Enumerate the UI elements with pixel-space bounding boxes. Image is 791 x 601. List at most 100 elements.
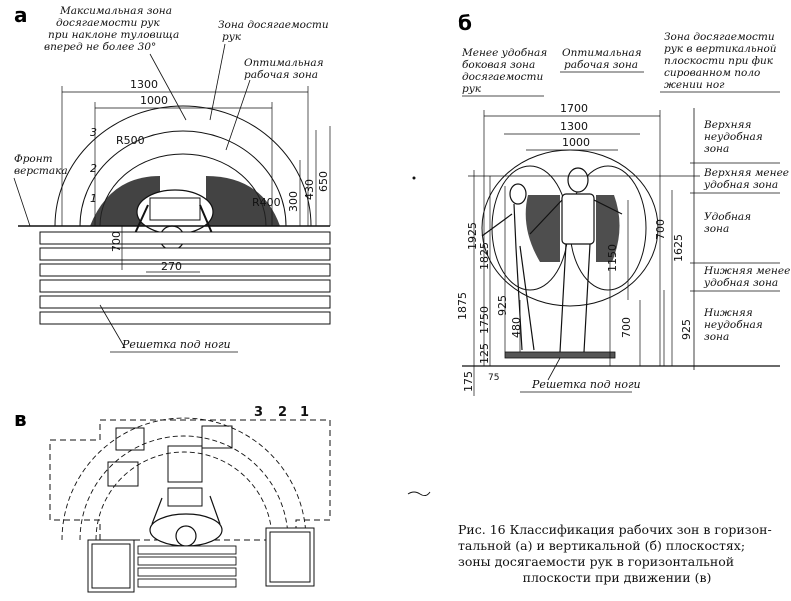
svg-text:700: 700	[654, 219, 667, 240]
panel-b-top-dim-lines	[483, 110, 661, 366]
panel-b-grating-leader	[547, 357, 561, 381]
svg-text:при наклоне туловища: при наклоне туловища	[48, 29, 179, 41]
svg-text:Зона досягаемости: Зона досягаемости	[218, 19, 329, 31]
svg-text:Зона досягаемости: Зона досягаемости	[664, 31, 775, 43]
svg-text:270: 270	[161, 260, 182, 273]
svg-text:Удобная: Удобная	[704, 211, 751, 223]
caption-line-1: Рис. 16 Классификация рабочих зон в гори…	[458, 522, 772, 537]
svg-text:1: 1	[90, 192, 97, 205]
panel-a-dims: 1300 1000 R500 R400 300 430 650 700 270	[110, 78, 330, 273]
panel-c-grating	[137, 545, 237, 588]
panel-a-optimal-zone-label: Оптимальная рабочая зона	[244, 57, 324, 81]
panel-b-zone-brackets	[690, 108, 780, 370]
svg-text:R400: R400	[252, 196, 281, 209]
svg-text:1000: 1000	[140, 94, 168, 107]
svg-text:досягаемости: досягаемости	[462, 71, 543, 83]
svg-text:925: 925	[496, 295, 509, 316]
panel-b-side-zone-label: Менее удобная боковая зона досягаемости …	[461, 47, 547, 95]
svg-text:175: 175	[462, 371, 475, 392]
panel-b-grating-platform	[504, 351, 616, 359]
svg-text:рук в вертикальной: рук в вертикальной	[664, 43, 777, 55]
svg-text:Максимальная зона: Максимальная зона	[59, 5, 172, 17]
panel-b-zone-labels: Верхняя неудобная зона Верхняя менее удо…	[703, 119, 790, 343]
svg-text:сированном поло: сированном поло	[664, 67, 760, 79]
svg-text:75: 75	[488, 373, 499, 383]
stray-dot	[412, 176, 416, 180]
svg-text:зона: зона	[704, 223, 729, 235]
panel-c-machine-parts	[107, 425, 233, 507]
panel-b-letter: б	[458, 11, 472, 35]
panel-a-front-leader	[13, 177, 31, 227]
figure-caption: Рис. 16 Классификация рабочих зон в гори…	[458, 522, 776, 586]
svg-text:125: 125	[478, 343, 491, 364]
svg-text:650: 650	[317, 171, 330, 192]
svg-text:Нижняя менее: Нижняя менее	[703, 265, 790, 277]
svg-text:зона: зона	[704, 143, 729, 155]
panel-a-front-label: Фронт верстака	[14, 153, 68, 177]
svg-text:700: 700	[110, 231, 123, 252]
svg-text:рабочая зона: рабочая зона	[244, 69, 318, 81]
panel-a-optimal-zone-right	[206, 176, 280, 226]
panel-a-arc-numbers: 3 2 1	[90, 126, 97, 205]
panel-b-worker	[481, 167, 623, 353]
svg-text:1925: 1925	[466, 222, 479, 250]
svg-text:1875: 1875	[456, 292, 469, 320]
caption-line-2: тальной (а) и вертикальной (б) плоскостя…	[458, 538, 746, 553]
svg-text:Фронт: Фронт	[14, 153, 53, 165]
svg-text:1750: 1750	[478, 306, 491, 334]
svg-text:430: 430	[303, 179, 316, 200]
svg-text:2: 2	[278, 405, 287, 420]
svg-text:рук: рук	[222, 31, 242, 43]
svg-text:1300: 1300	[130, 78, 158, 91]
panel-b-right-dim-lines	[609, 190, 673, 366]
panel-a-max-zone-label: Максимальная зона досягаемости рук при н…	[44, 5, 179, 53]
svg-text:Нижняя: Нижняя	[703, 307, 753, 319]
svg-text:рабочая зона: рабочая зона	[564, 59, 638, 71]
svg-text:1625: 1625	[672, 234, 685, 262]
caption-line-3: зоны досягаемости рук в горизонтальной	[458, 554, 735, 569]
svg-text:плоскости при фик: плоскости при фик	[664, 55, 774, 67]
svg-text:Верхняя: Верхняя	[703, 119, 751, 131]
panel-b-left-dim-lines	[468, 170, 700, 396]
panel-a-letter: а	[14, 3, 28, 27]
panel-a-grating-leader	[99, 304, 126, 349]
svg-text:неудобная: неудобная	[704, 131, 763, 143]
panel-c-arc-numbers: 3 2 1	[254, 405, 309, 420]
svg-text:боковая зона: боковая зона	[462, 59, 535, 71]
panel-b-right-dims: 700 1150 1625 925 700	[606, 219, 693, 340]
svg-text:жении ног: жении ног	[664, 79, 725, 91]
svg-text:R500: R500	[116, 134, 145, 147]
panel-a-grating	[39, 231, 331, 325]
svg-text:3: 3	[254, 405, 263, 420]
panel-b-grating-label: Решетка под ноги	[531, 378, 641, 391]
panel-c-reach-arcs	[61, 417, 307, 541]
panel-a: а Максимальная зона досягаемости рук при…	[13, 3, 331, 353]
panel-b: б Менее удобная боковая зона досягаемост…	[456, 11, 790, 396]
svg-text:Верхняя менее: Верхняя менее	[703, 167, 789, 179]
svg-text:1000: 1000	[562, 136, 590, 149]
svg-text:300: 300	[287, 191, 300, 212]
panel-a-dim-lines	[61, 86, 331, 273]
svg-text:Менее удобная: Менее удобная	[461, 47, 547, 59]
panel-c: в 3 2 1	[14, 405, 331, 593]
panel-b-optimal-left	[525, 195, 560, 262]
svg-text:3: 3	[90, 126, 97, 139]
stray-mark	[407, 491, 431, 497]
svg-text:1150: 1150	[606, 244, 619, 272]
svg-text:зона: зона	[704, 331, 729, 343]
svg-text:2: 2	[90, 162, 97, 175]
panel-a-reach-zone-label: Зона досягаемости рук	[218, 19, 329, 43]
svg-text:1300: 1300	[560, 120, 588, 133]
panel-b-left-dims: 1925 1875 1825 1750 925 480 125 175 75	[456, 222, 523, 392]
panel-a-grating-label: Решетка под ноги	[121, 338, 231, 351]
svg-text:480: 480	[510, 317, 523, 338]
svg-text:Оптимальная: Оптимальная	[244, 57, 324, 69]
svg-text:неудобная: неудобная	[704, 319, 763, 331]
svg-text:925: 925	[680, 319, 693, 340]
svg-text:вперед не более 30°: вперед не более 30°	[44, 41, 156, 53]
svg-text:Оптимальная: Оптимальная	[562, 47, 642, 59]
svg-text:700: 700	[620, 317, 633, 338]
svg-text:1825: 1825	[478, 242, 491, 270]
panel-c-side-boxes	[87, 527, 315, 593]
